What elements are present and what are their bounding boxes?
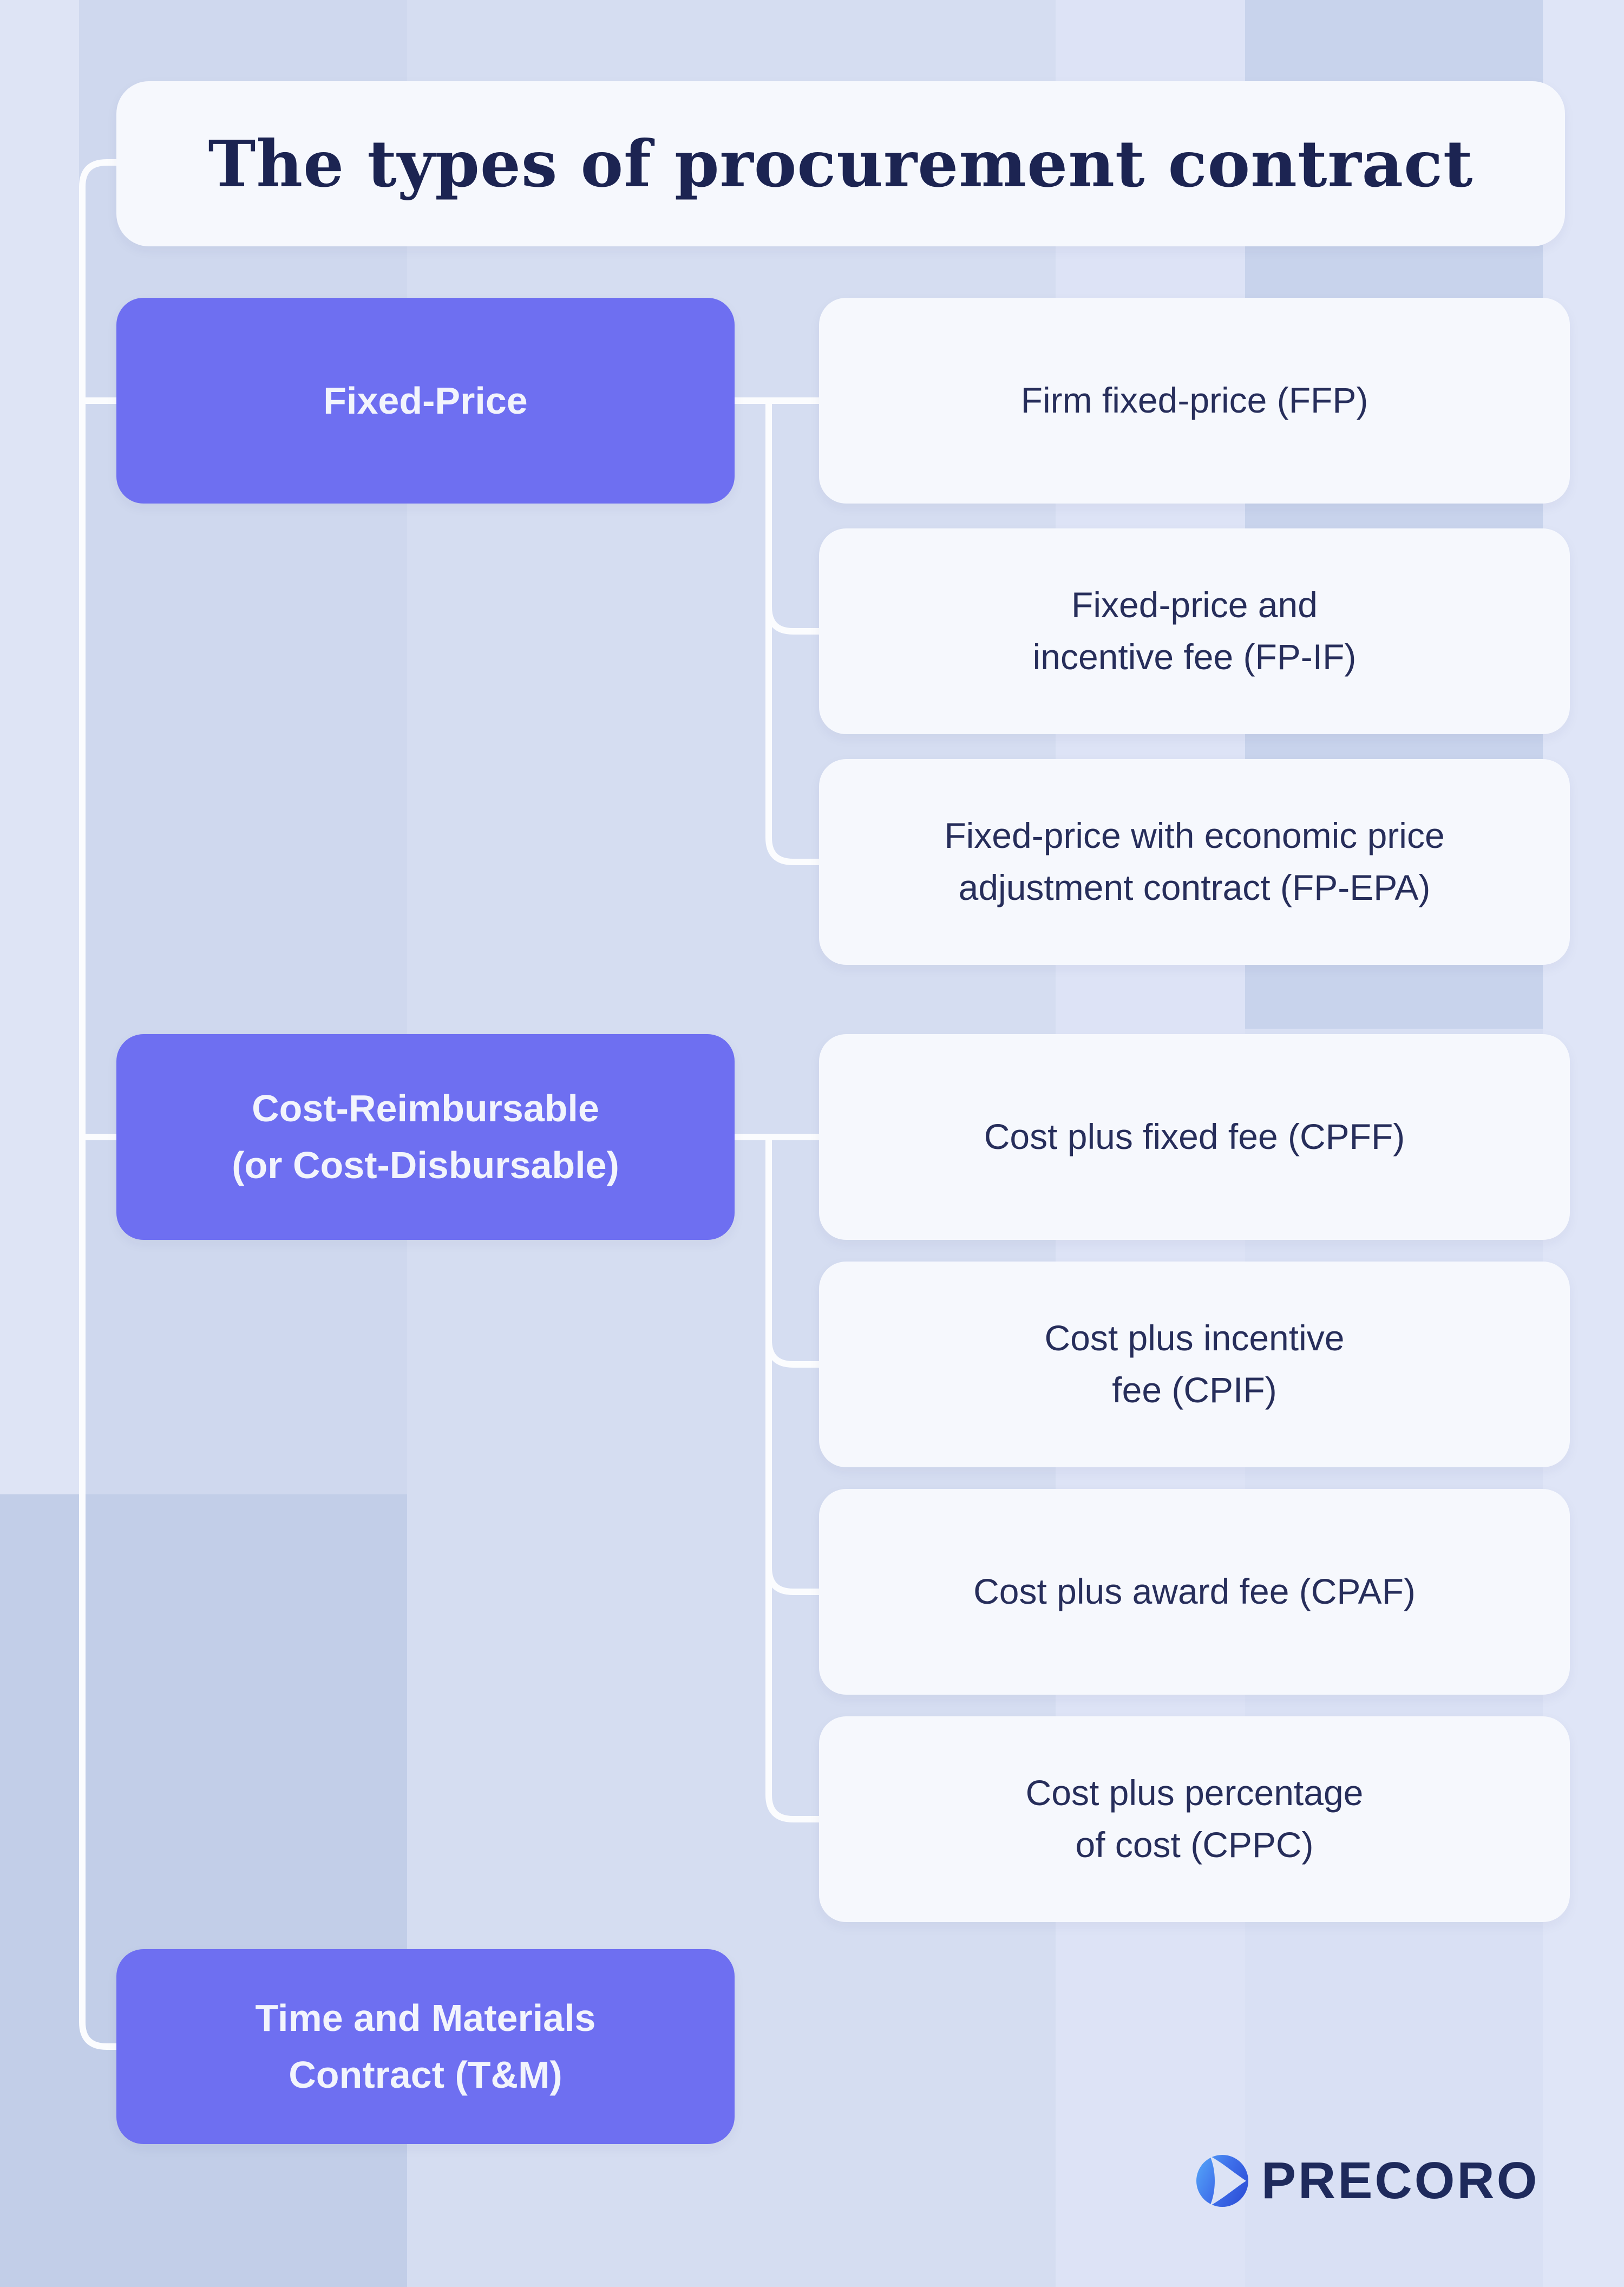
bg-stripe-left	[79, 0, 407, 1494]
page-title: The types of procurement contract	[208, 126, 1474, 201]
spine-line	[79, 159, 116, 2050]
title-card: The types of procurement contract	[116, 81, 1565, 246]
bg-patch-bottom-left	[0, 1494, 407, 2287]
node-fixed-price: Fixed-Price	[116, 298, 735, 504]
precoro-sphere-icon	[1195, 2154, 1249, 2208]
node-time-and-materials: Time and Materials Contract (T&M)	[116, 1949, 735, 2144]
node-cost-reimbursable: Cost-Reimbursable (or Cost-Disbursable)	[116, 1034, 735, 1240]
branch-cpaf	[765, 1567, 819, 1595]
node-fpif: Fixed-price and incentive fee (FP-IF)	[819, 528, 1570, 734]
branch-fpif	[765, 606, 819, 635]
precoro-logo-text: PRECORO	[1261, 2152, 1540, 2210]
trunk-cost	[765, 1137, 819, 1822]
node-ffp: Firm fixed-price (FFP)	[819, 298, 1570, 504]
trunk-fixed-price	[765, 401, 819, 865]
node-cpaf: Cost plus award fee (CPAF)	[819, 1489, 1570, 1695]
branch-cpif	[765, 1339, 819, 1368]
node-fpepa: Fixed-price with economic price adjustme…	[819, 759, 1570, 965]
precoro-logo: PRECORO	[1195, 2153, 1539, 2209]
node-cpff: Cost plus fixed fee (CPFF)	[819, 1034, 1570, 1240]
node-cppc: Cost plus percentage of cost (CPPC)	[819, 1716, 1570, 1922]
node-cpif: Cost plus incentive fee (CPIF)	[819, 1262, 1570, 1467]
